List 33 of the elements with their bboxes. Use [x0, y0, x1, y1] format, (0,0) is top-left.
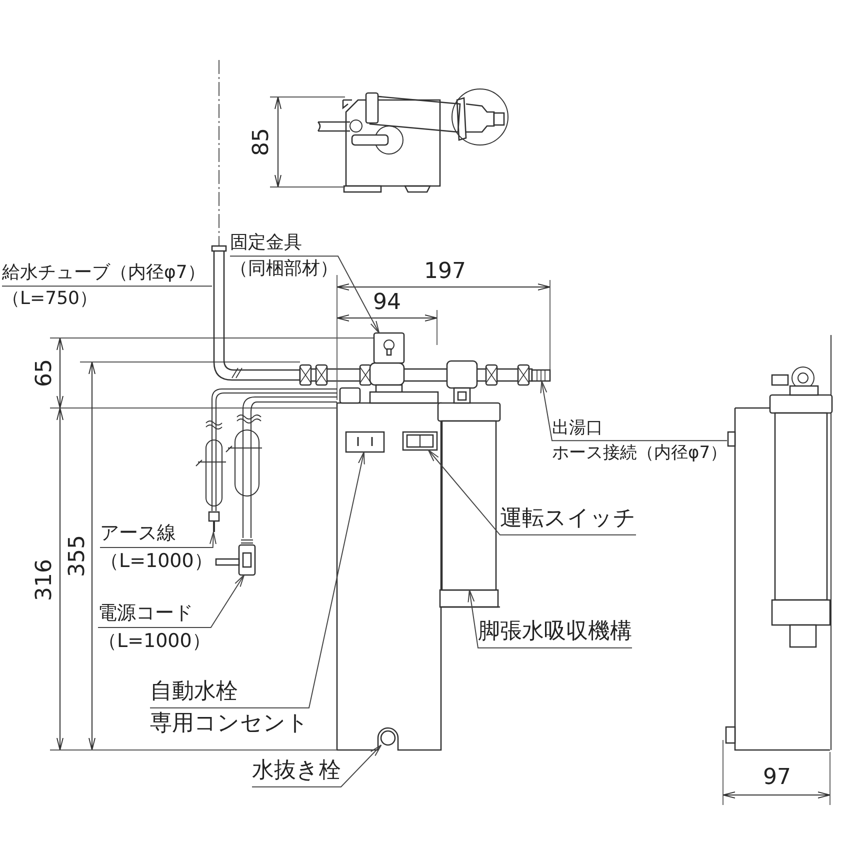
power-outlet	[345, 431, 385, 453]
hose-outlet	[531, 369, 551, 382]
filter-cylinder	[441, 420, 497, 591]
leader-line	[540, 380, 728, 442]
leader-line	[468, 590, 632, 648]
leader-line	[2, 286, 212, 287]
callout-label: 水抜き栓	[252, 755, 341, 787]
dimension-value: 94	[373, 292, 401, 314]
dimension-value: 85	[251, 128, 273, 156]
leader-line	[98, 574, 245, 628]
leader-line	[150, 452, 365, 708]
earth-wire	[196, 388, 338, 532]
mounting-bracket	[373, 332, 405, 364]
leader-line	[230, 256, 380, 334]
leader-line	[252, 744, 382, 788]
power-switch	[402, 431, 438, 451]
callout-label: 脚張水吸収機構	[478, 616, 632, 648]
dimension-value: 65	[34, 359, 56, 387]
dimension-value: 355	[67, 535, 89, 577]
drain-plug	[380, 730, 396, 746]
callout-label: 出湯口 ホース接続（内径φ7）	[552, 416, 728, 466]
callout-label: 運転スイッチ	[500, 503, 636, 535]
callout-label: 固定金具 （同梱部材）	[230, 230, 338, 282]
callout-label: 自動水栓 専用コンセント	[150, 676, 309, 740]
callout-label: 給水チューブ（内径φ7） （L=750）	[2, 260, 206, 312]
callout-label: アース線 （L=1000）	[100, 520, 213, 576]
callout-label: 電源コード （L=1000）	[98, 600, 211, 656]
power-cord	[215, 396, 338, 576]
dimension-value: 97	[763, 767, 791, 789]
dimension-value: 197	[424, 261, 466, 283]
dimension-value: 316	[34, 559, 56, 601]
leader-line	[428, 450, 636, 536]
leader-line	[100, 532, 216, 548]
